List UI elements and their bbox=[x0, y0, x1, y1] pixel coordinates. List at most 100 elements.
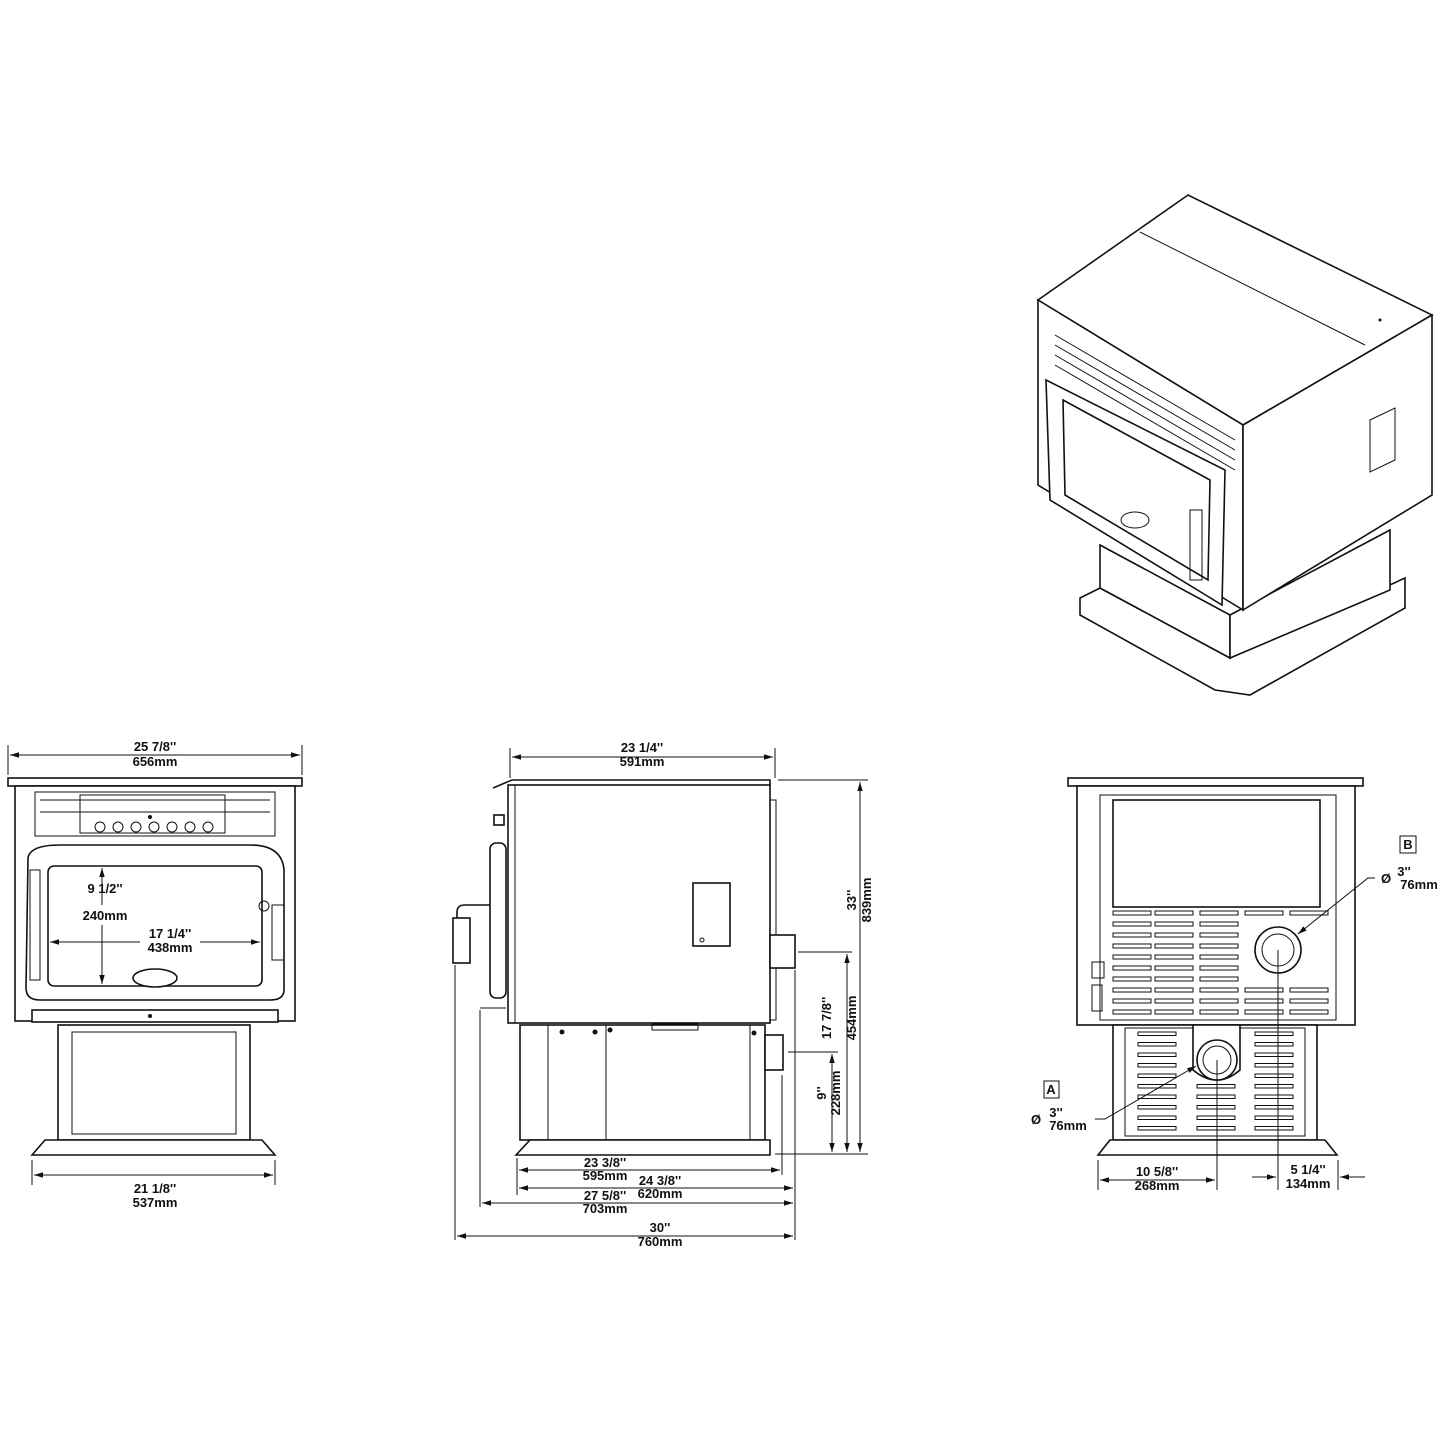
louver-slot bbox=[1112, 987, 1152, 993]
louver-slot bbox=[1154, 921, 1194, 927]
louver-slot bbox=[1154, 965, 1194, 971]
louver-slot bbox=[1199, 965, 1239, 971]
base-width-metric: 537mm bbox=[133, 1195, 178, 1210]
louver-slot bbox=[1137, 1105, 1177, 1110]
overall-width-imperial: 25 7/8'' bbox=[134, 739, 176, 754]
louver-slot bbox=[1112, 954, 1152, 960]
outlet-b-metric: 76mm bbox=[1400, 877, 1438, 892]
louver-slot bbox=[1244, 1009, 1284, 1015]
flue-b-height-metric: 454mm bbox=[844, 996, 859, 1041]
louver-slot bbox=[1154, 910, 1194, 916]
louver-slot bbox=[1137, 1126, 1177, 1131]
louver-slot bbox=[1154, 932, 1194, 938]
louver-slot bbox=[1254, 1031, 1294, 1036]
depth-1-imperial: 23 3/8'' bbox=[584, 1155, 626, 1170]
louver-slot bbox=[1199, 998, 1239, 1004]
outlet-a-metric: 76mm bbox=[1049, 1118, 1087, 1133]
overall-depth-imperial: 30'' bbox=[650, 1220, 671, 1235]
louver-slot bbox=[1199, 932, 1239, 938]
louver-slot bbox=[1254, 1094, 1294, 1099]
outlet-b-label-box bbox=[1399, 835, 1417, 854]
louver-slot bbox=[1112, 932, 1152, 938]
louver-slot bbox=[1137, 1094, 1177, 1099]
louver-slot bbox=[1254, 1126, 1294, 1131]
top-depth-imperial: 23 1/4'' bbox=[621, 740, 663, 755]
louver-slot bbox=[1289, 1009, 1329, 1015]
outlet-a-label-box bbox=[1043, 1080, 1060, 1099]
outlet-b-offset-imperial: 5 1/4'' bbox=[1290, 1162, 1325, 1177]
outlet-b-label: B bbox=[1403, 837, 1412, 852]
glass-width-imperial: 17 1/4'' bbox=[149, 926, 191, 941]
louver-slot bbox=[1112, 998, 1152, 1004]
top-depth-metric: 591mm bbox=[620, 754, 665, 769]
louver-slot bbox=[1254, 1073, 1294, 1078]
louver-slot bbox=[1154, 987, 1194, 993]
outlet-b-diameter-symbol: Ø bbox=[1381, 871, 1391, 886]
louver-slot bbox=[1199, 943, 1239, 949]
louver-slot bbox=[1199, 921, 1239, 927]
depth-3-imperial: 27 5/8'' bbox=[584, 1188, 626, 1203]
louver-slot bbox=[1254, 1115, 1294, 1120]
outlet-a-imperial: 3'' bbox=[1049, 1105, 1062, 1120]
louver-slot bbox=[1244, 987, 1284, 993]
rear-dimensions: B Ø 3'' 76mm A Ø 3'' 76mm 10 5/8'' 268mm… bbox=[1031, 835, 1438, 1193]
louver-slot bbox=[1196, 1084, 1236, 1089]
depth-3-metric: 703mm bbox=[583, 1201, 628, 1216]
louver-slot bbox=[1244, 910, 1284, 916]
rear-view bbox=[1067, 777, 1364, 1156]
louver-slot bbox=[1154, 943, 1194, 949]
louver-slot bbox=[1112, 910, 1152, 916]
louver-slot bbox=[1112, 1009, 1152, 1015]
louver-slot bbox=[1137, 1063, 1177, 1068]
glass-width-metric: 438mm bbox=[148, 940, 193, 955]
outlet-a-label: A bbox=[1046, 1082, 1056, 1097]
louver-slot bbox=[1289, 998, 1329, 1004]
louver-slot bbox=[1196, 1094, 1236, 1099]
louver-slot bbox=[1199, 987, 1239, 993]
louver-slot bbox=[1254, 1105, 1294, 1110]
louver-slot bbox=[1196, 1126, 1236, 1131]
overall-width-metric: 656mm bbox=[133, 754, 178, 769]
flue-a-height-imperial: 9'' bbox=[814, 1086, 829, 1099]
louver-slot bbox=[1154, 976, 1194, 982]
louver-slot bbox=[1112, 976, 1152, 982]
louver-slot bbox=[1154, 1009, 1194, 1015]
glass-height-imperial: 9 1/2'' bbox=[87, 881, 122, 896]
outlet-a-offset-metric: 268mm bbox=[1135, 1178, 1180, 1193]
louver-slot bbox=[1137, 1031, 1177, 1036]
overall-depth-metric: 760mm bbox=[638, 1234, 683, 1249]
depth-1-metric: 595mm bbox=[583, 1168, 628, 1183]
side-view bbox=[452, 779, 796, 1156]
front-dimensions: 25 7/8'' 656mm 9 1/2'' 240mm 17 1/4'' 43… bbox=[7, 739, 303, 1210]
louver-slot bbox=[1254, 1084, 1294, 1089]
louver-slot bbox=[1289, 910, 1329, 916]
depth-2-imperial: 24 3/8'' bbox=[639, 1173, 681, 1188]
louver-slot bbox=[1254, 1042, 1294, 1047]
flue-b-height-imperial: 17 7/8'' bbox=[819, 997, 834, 1039]
louver-slot bbox=[1196, 1115, 1236, 1120]
louver-slot bbox=[1154, 998, 1194, 1004]
louver-slot bbox=[1112, 965, 1152, 971]
depth-2-metric: 620mm bbox=[638, 1186, 683, 1201]
louver-slot bbox=[1254, 1052, 1294, 1057]
isometric-view bbox=[1036, 194, 1434, 696]
overall-height-metric: 839mm bbox=[859, 878, 874, 923]
louver-slot bbox=[1137, 1084, 1177, 1089]
outlet-a-offset-imperial: 10 5/8'' bbox=[1136, 1164, 1178, 1179]
side-dimensions: 23 1/4'' 591mm 33'' 839mm 17 7/8'' 454mm… bbox=[454, 740, 874, 1249]
outlet-a-diameter-symbol: Ø bbox=[1031, 1112, 1041, 1127]
outlet-b-offset-metric: 134mm bbox=[1286, 1176, 1331, 1191]
flue-a-height-metric: 228mm bbox=[828, 1071, 843, 1116]
louver-slot bbox=[1137, 1042, 1177, 1047]
outlet-b-imperial: 3'' bbox=[1397, 864, 1410, 879]
overall-height-imperial: 33'' bbox=[844, 890, 859, 911]
louver-slot bbox=[1137, 1073, 1177, 1078]
louver-slot bbox=[1199, 976, 1239, 982]
louver-slot bbox=[1196, 1105, 1236, 1110]
louver-slot bbox=[1154, 954, 1194, 960]
louver-slot bbox=[1289, 987, 1329, 993]
glass-height-metric: 240mm bbox=[83, 908, 128, 923]
louver-slot bbox=[1137, 1115, 1177, 1120]
louver-slot bbox=[1254, 1063, 1294, 1068]
